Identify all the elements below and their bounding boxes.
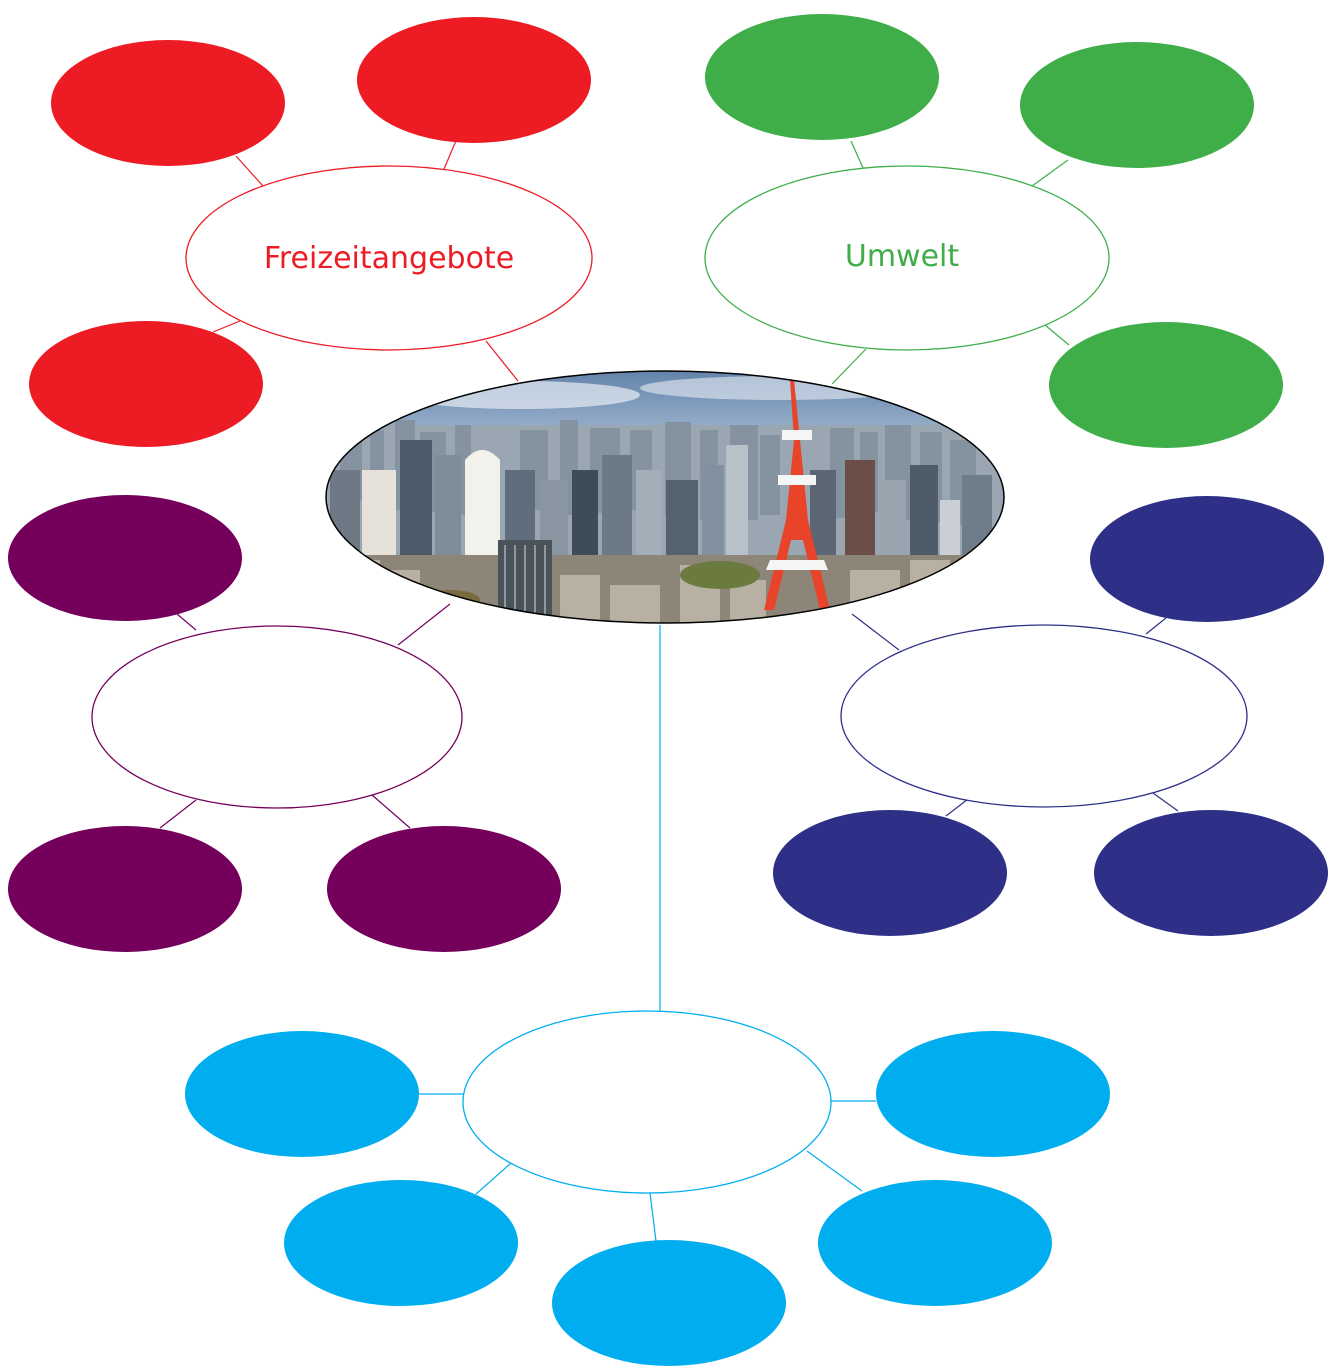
connector-red-leaf-3 (212, 320, 241, 333)
cluster-green: Umwelt (704, 14, 1283, 448)
green-leaf-bubble[interactable] (705, 14, 939, 140)
connectors (159, 135, 1179, 1242)
connector-green-center (831, 348, 867, 385)
navy-leaf-bubble[interactable] (1094, 810, 1328, 936)
cluster-purple (8, 495, 561, 952)
connector-purple-leaf-3 (371, 794, 411, 829)
connector-green-leaf-3 (1044, 324, 1070, 346)
connector-navy-center (851, 613, 900, 651)
cyan-leaf-bubble[interactable] (876, 1031, 1110, 1157)
cyan-topic-bubble[interactable] (462, 1010, 832, 1194)
cluster-navy (773, 496, 1328, 936)
connector-green-leaf-2 (1031, 159, 1069, 187)
red-leaf-bubble[interactable] (29, 321, 263, 447)
green-leaf-bubble[interactable] (1049, 322, 1283, 448)
cyan-leaf-bubble[interactable] (552, 1240, 786, 1366)
navy-leaf-bubble[interactable] (1090, 496, 1324, 622)
navy-leaf-bubble[interactable] (773, 810, 1007, 936)
red-leaf-bubble[interactable] (357, 17, 591, 143)
center-city-photo (325, 370, 1005, 624)
connector-cyan-leaf-4 (649, 1192, 657, 1242)
green-leaf-bubble[interactable] (1020, 42, 1254, 168)
connector-cyan-leaf-3 (475, 1162, 512, 1195)
cluster-cyan (185, 1010, 1110, 1366)
connector-red-leaf-1 (235, 155, 264, 187)
navy-topic-bubble[interactable] (840, 624, 1248, 808)
purple-leaf-bubble[interactable] (8, 826, 242, 952)
cyan-leaf-bubble[interactable] (818, 1180, 1052, 1306)
connector-navy-leaf-1 (1145, 617, 1167, 635)
red-topic-label: Freizeitangebote (264, 241, 514, 276)
purple-topic-bubble[interactable] (91, 625, 463, 809)
connector-purple-leaf-1 (176, 613, 197, 631)
connector-purple-leaf-2 (159, 799, 197, 829)
purple-leaf-bubble[interactable] (327, 826, 561, 952)
connector-navy-leaf-3 (1152, 792, 1179, 812)
purple-leaf-bubble[interactable] (8, 495, 242, 621)
connector-green-leaf-1 (850, 140, 864, 169)
connector-navy-leaf-2 (945, 798, 969, 817)
connector-cyan-leaf-5 (806, 1150, 863, 1192)
cyan-leaf-bubble[interactable] (185, 1031, 419, 1157)
red-leaf-bubble[interactable] (51, 40, 285, 166)
green-topic-label: Umwelt (845, 239, 960, 274)
connector-purple-center (397, 603, 451, 646)
green-topic-bubble[interactable] (704, 165, 1110, 351)
cluster-red: Freizeitangebote (29, 17, 593, 447)
connector-red-center (485, 340, 519, 382)
cyan-leaf-bubble[interactable] (284, 1180, 518, 1306)
red-topic-bubble[interactable] (185, 165, 593, 351)
